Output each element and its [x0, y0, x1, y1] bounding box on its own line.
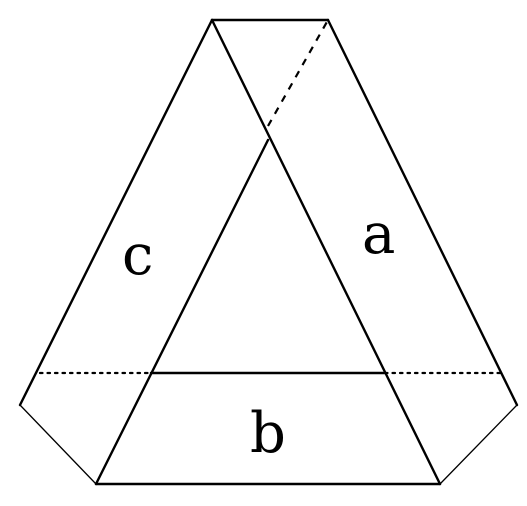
bottom-right-connector — [439, 404, 518, 485]
crease-left-diagonal — [94, 138, 270, 486]
left-outer-edge — [18, 18, 214, 407]
right-outer-edge — [326, 18, 519, 407]
bottom-left-connector — [19, 404, 97, 485]
hidden-crease-top — [267, 19, 329, 127]
crease-right-diagonal — [210, 18, 442, 486]
face-label-c: c — [122, 223, 153, 288]
face-label-b: b — [250, 401, 286, 466]
face-label-a: a — [362, 202, 395, 267]
